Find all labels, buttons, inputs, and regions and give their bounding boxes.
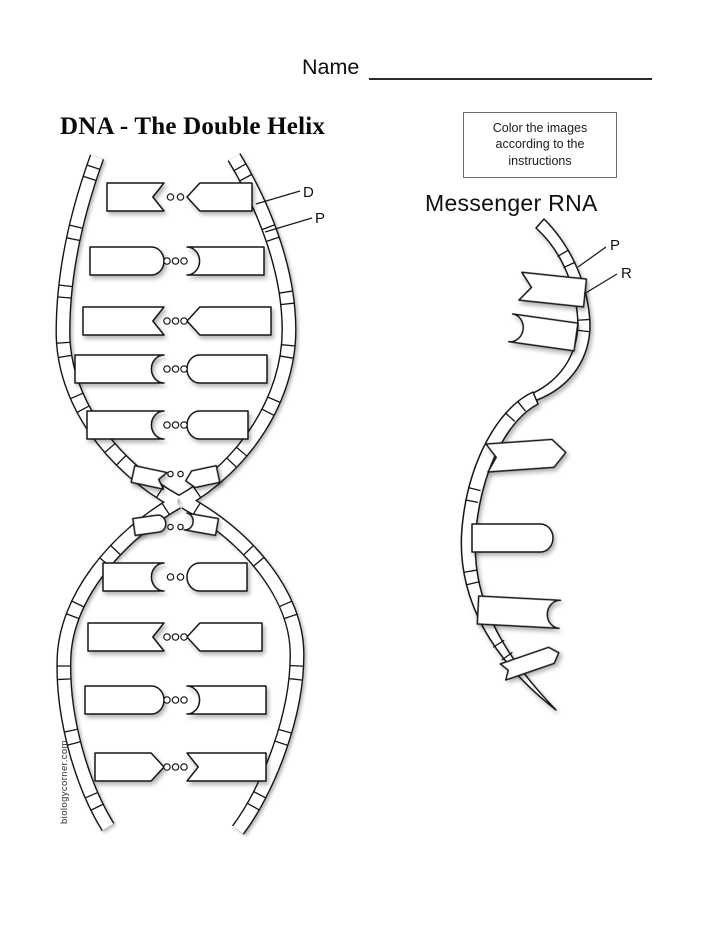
name-row: Name	[302, 54, 653, 80]
name-line[interactable]	[369, 54, 653, 80]
dna-diagram: D P biologycorner.com	[55, 153, 325, 835]
dna-label-d: D	[303, 184, 314, 201]
watermark-text: biologycorner.com	[59, 740, 70, 824]
mrna-strand-segments	[463, 249, 591, 661]
mrna-bases	[471, 271, 588, 681]
rna-label-p-leader	[577, 246, 607, 268]
rna-label-r-leader	[583, 273, 618, 295]
dna-backbone-fill	[56, 153, 304, 834]
dna-label-p: P	[315, 210, 325, 227]
rna-label-p: P	[610, 237, 620, 254]
name-label: Name	[302, 55, 360, 79]
dna-label-p-leader	[264, 217, 313, 233]
dna-backbone-segments	[56, 163, 304, 811]
rna-label-r: R	[621, 265, 632, 282]
dna-label-d-leader	[255, 190, 301, 205]
page-title: DNA - The Double Helix	[60, 113, 326, 140]
instruction-box: Color the images according to the instru…	[463, 112, 617, 178]
mrna-diagram: P R	[460, 218, 632, 711]
dna-base-pairs	[74, 182, 272, 782]
mrna-heading: Messenger RNA	[425, 190, 598, 216]
